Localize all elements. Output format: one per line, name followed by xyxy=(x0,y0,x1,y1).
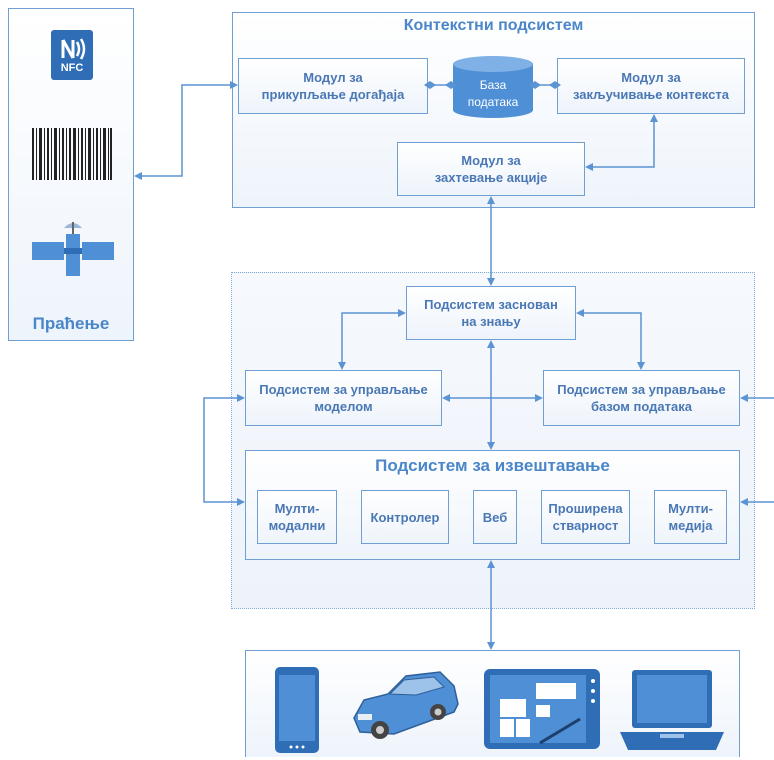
model-management-subsystem-label: Подсистем за управљање моделом xyxy=(259,382,428,414)
smartphone-icon xyxy=(273,667,321,755)
link-tracking-collect xyxy=(134,81,238,180)
event-collection-module xyxy=(238,58,428,114)
database-management-subsystem-label: Подсистем за управљање базом података xyxy=(557,382,726,414)
nfc-icon: NFC xyxy=(51,30,93,80)
laptop-icon xyxy=(620,670,724,752)
context-inference-module-label: Модул за закључивање контекста xyxy=(573,70,729,102)
link-knowledge-db xyxy=(576,309,645,370)
report-item-multimedia-label: Мулти- медија xyxy=(668,501,713,533)
action-request-module xyxy=(397,142,585,196)
event-collection-module-label: Модул за прикупљање догађаја xyxy=(261,70,405,102)
car-icon xyxy=(350,668,460,748)
report-item-augmented-reality xyxy=(541,490,630,544)
model-management-subsystem xyxy=(245,370,442,426)
context-inference-module xyxy=(557,58,745,114)
database-label: База података xyxy=(467,78,519,109)
barcode-icon xyxy=(32,128,112,180)
report-item-multimedia xyxy=(654,490,727,544)
database-icon xyxy=(451,54,535,120)
knowledge-subsystem xyxy=(406,286,576,340)
context-subsystem-title: Контекстни подсистем xyxy=(403,16,584,34)
report-item-web xyxy=(473,490,517,544)
nfc-label: NFC xyxy=(60,62,84,74)
tablet-stylus-icon xyxy=(484,669,602,751)
report-item-controller xyxy=(361,490,449,544)
report-item-web-label: Веб xyxy=(482,509,508,525)
reporting-subsystem-title: Подсистем за извештавање xyxy=(375,455,610,475)
report-item-controller-label: Контролер xyxy=(370,509,440,525)
report-item-augmented-reality-label: Проширена стварност xyxy=(548,501,623,533)
link-model-reporting-loop xyxy=(203,394,245,506)
satellite-icon xyxy=(30,212,116,278)
tracking-title: Праћење xyxy=(32,313,110,333)
action-request-module-label: Модул за захтевање акције xyxy=(434,153,548,185)
link-infer-action xyxy=(585,114,658,171)
knowledge-subsystem-label: Подсистем заснован на знању xyxy=(424,297,558,329)
report-item-multimodal-label: Мулти- модални xyxy=(268,501,326,533)
report-item-multimodal xyxy=(257,490,337,544)
link-knowledge-model xyxy=(338,309,406,370)
database-management-subsystem xyxy=(543,370,740,426)
